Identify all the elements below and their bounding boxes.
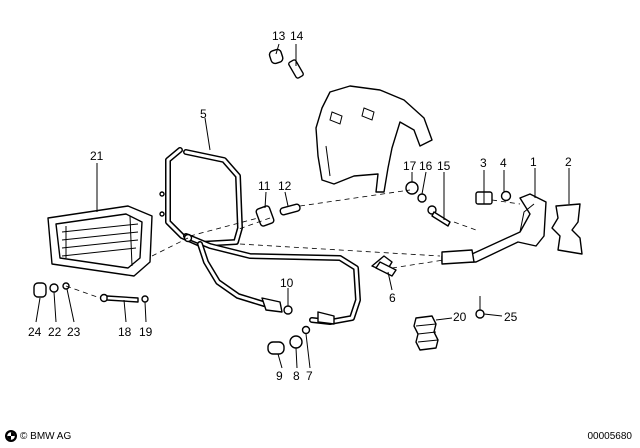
callout-21: 21 xyxy=(90,149,104,163)
leader-lines xyxy=(35,43,570,369)
washer-part-4 xyxy=(500,190,512,202)
callout-22: 22 xyxy=(48,325,62,339)
callout-12: 12 xyxy=(278,179,292,193)
washer-part-16 xyxy=(417,193,427,203)
bellows-part-20 xyxy=(413,315,439,351)
crash-bar-part-5 xyxy=(159,147,361,325)
assembly-lines xyxy=(65,189,521,299)
washer-part-25 xyxy=(475,309,485,319)
callout-23: 23 xyxy=(67,325,81,339)
callout-6: 6 xyxy=(389,291,396,305)
bolt-part-18 xyxy=(99,293,139,303)
bmw-logo xyxy=(5,430,17,442)
bushing-part-11 xyxy=(255,205,275,227)
callout-17: 17 xyxy=(403,159,417,173)
callout-2: 2 xyxy=(565,155,572,169)
cap-part-10 xyxy=(283,305,293,315)
diagram-code: 00005680 xyxy=(587,431,633,442)
callout-19: 19 xyxy=(139,325,153,339)
grille-part-21 xyxy=(47,205,153,277)
copyright-text: © BMW AG xyxy=(20,431,72,442)
callout-3: 3 xyxy=(480,156,487,170)
cap-part-24 xyxy=(33,282,47,298)
fairing-bracket xyxy=(315,85,433,193)
clamp-part-6 xyxy=(371,255,397,277)
callout-18: 18 xyxy=(118,325,132,339)
bolt-part-3 xyxy=(475,191,493,205)
callout-16: 16 xyxy=(419,159,433,173)
callout-labels: 1 2 3 4 5 6 7 8 9 10 11 12 13 14 15 16 1… xyxy=(28,29,572,383)
callout-11: 11 xyxy=(258,179,271,193)
callout-7: 7 xyxy=(306,369,313,383)
nut-part-8 xyxy=(289,335,303,349)
cap-part-13 xyxy=(268,48,284,65)
sleeve-part-12 xyxy=(279,203,301,216)
callout-13: 13 xyxy=(272,29,286,43)
nut-part-22 xyxy=(49,283,59,293)
callout-15: 15 xyxy=(437,159,451,173)
callout-25: 25 xyxy=(504,310,518,324)
callout-14: 14 xyxy=(290,29,304,43)
callout-20: 20 xyxy=(453,310,467,324)
callout-9: 9 xyxy=(276,369,283,383)
bolt-part-15 xyxy=(427,205,451,227)
bracket-part-1 xyxy=(441,193,547,265)
callout-1: 1 xyxy=(530,155,537,169)
bolt-part-14 xyxy=(288,59,304,79)
callout-5: 5 xyxy=(200,107,207,121)
callout-10: 10 xyxy=(280,276,294,290)
washer-part-7 xyxy=(301,325,311,335)
nut-part-17 xyxy=(405,181,419,195)
plate-part-2 xyxy=(551,203,583,255)
callout-24: 24 xyxy=(28,325,42,339)
cap-part-9 xyxy=(267,341,285,355)
callout-8: 8 xyxy=(293,369,300,383)
callout-4: 4 xyxy=(500,156,507,170)
washer-part-19 xyxy=(141,295,149,303)
